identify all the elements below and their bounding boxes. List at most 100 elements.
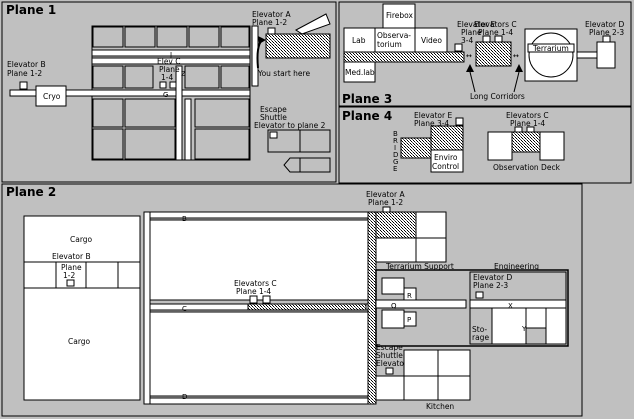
plane-3-corridor-left [343,51,465,63]
elevator-b-plane-1-label: Elevator B [7,60,46,69]
escape-plane-2-marker [385,367,394,375]
elevator-b-plane-2-label: Elevator B [52,252,91,261]
elevator-c-plane-2-marker-a [249,295,258,304]
elevator-c-plane-2-sub: Plane 1-4 [236,287,271,296]
plane-2-title: Plane 2 [6,185,56,199]
start-room [265,33,331,59]
marker-q: Q [391,302,397,310]
escape-plane-2-sub1: Shuttle [376,351,403,360]
corridor-arrow-left-icon: ↔ [466,52,472,60]
elevator-d-plane-2-label: Elevator D [473,273,512,282]
elevator-a-plane-1-label: Elevator A [252,10,291,19]
escape-plane-1-marker [269,131,278,139]
kitchen-label: Kitchen [426,402,454,411]
video-room [414,27,448,53]
elev-c-plane-1-marker-a [159,81,167,89]
plane-1-rooms [91,25,251,161]
obs-deck-left [487,131,513,161]
elevator-e-plane-3-label: Elevator E [457,20,495,29]
video-label: Video [421,36,442,45]
bridge-room [400,137,432,159]
marker-g: G [163,91,168,99]
elevator-d-plane-3-label: Elevator D [585,20,624,29]
engineering-label: Engineering [494,262,539,271]
elev-c-plane-1-label: Elev C [157,57,181,66]
elevator-d-plane-2-sub: Plane 2-3 [473,281,508,290]
storage-label-2: rage [472,333,489,342]
elevator-c-plane-3-hub [475,41,512,67]
marker-z: Z [181,70,186,78]
plane-2-main-shaft [367,211,377,405]
escape-plane-2-label: Escape [376,343,403,352]
elevator-a-plane-1-sub: Plane 1-2 [252,18,287,27]
escape-pod-shape [283,157,331,173]
enviro-label: Enviro [434,153,458,162]
elevator-e-plane-4-label: Elevator E [414,111,452,120]
elevator-e-plane-4-room [430,125,464,151]
terrarium-label: Terrarium [532,44,569,53]
terrarium-support-label: Terrarium Support [385,262,454,271]
svg-text:E: E [393,165,397,173]
svg-text:G: G [393,158,398,166]
cryo-room [35,85,67,107]
elevator-d-plane-3-marker [602,35,611,43]
shuttle-shape [295,13,331,35]
svg-text:R: R [393,137,398,145]
elevator-b-plane-2-marker [66,279,75,287]
corridor-pointer-left-icon [466,64,474,72]
lab-label: Lab [352,36,366,45]
elevator-b-plane-2-sub2: 1-2 [63,271,75,280]
elevator-a-plane-2-sub: Plane 1-2 [368,198,403,207]
escape-plane-1-sub1: Shuttle [260,113,287,122]
elevator-e-plane-4-marker [455,117,464,126]
terrarium-dome [528,32,574,78]
plane-4-panel: Plane 4 Elevator E Plane 3-4 Enviro Cont… [338,106,632,184]
observatorium-label: Observa- [377,31,411,40]
observation-deck-label: Observation Deck [493,163,561,172]
bridge-letters: B R I D G E [393,130,398,173]
marker-x: X [508,302,513,310]
elevator-c-plane-2-label: Elevators C [234,279,277,288]
obs-deck-right [539,131,565,161]
long-corridors-label: Long Corridors [470,92,525,101]
elevator-c-plane-4-label: Elevators C [506,111,549,120]
cargo-lower-label: Cargo [68,337,91,346]
observatorium-room [374,27,416,53]
elevator-a-plane-2-room [375,211,417,239]
plane-1-corridors [9,25,259,161]
escape-plane-2-sub2: Elevator [376,359,408,368]
firebox-room [382,3,416,29]
enviro-control-room [430,149,464,173]
plane-2-panel: Plane 2 Cargo Cargo Elevator B Plane 1-2… [1,183,583,417]
elev-c-plane-1-marker-b [169,81,177,89]
elevator-d-plane-3-sub: Plane 2-3 [589,28,624,37]
svg-text:D: D [393,151,398,159]
plane-1-title: Plane 1 [6,3,56,17]
elevator-e-plane-3-sub2: 3-4 [461,36,473,45]
escape-plane-1-label: Escape [260,105,287,114]
enviro-label-2: Control [432,162,459,171]
plane-1-panel: Plane 1 [1,1,337,183]
elevator-e-plane-4-sub: Plane 3-4 [414,119,449,128]
storage-label: Sto- [472,325,487,334]
elevator-c-plane-3-marker-b [494,35,503,43]
start-label: You start here [257,69,310,78]
plane-3-panel: Plane 3 Firebox Lab Observa- torium Vide… [338,1,632,107]
elevator-b-plane-1-sub: Plane 1-2 [7,69,42,78]
elevator-c-plane-3-label: Elevators C [474,20,517,29]
corridor-arrow-right-icon: ↔ [513,52,519,60]
marker-p: P [407,316,411,324]
marker-d: D [182,393,187,401]
elevator-e-plane-3-marker [454,43,463,52]
elevator-c-plane-4-sub: Plane 1-4 [510,119,545,128]
escape-plane-1-room [267,129,331,153]
plane-3-title: Plane 3 [342,92,392,106]
firebox-label: Firebox [386,11,414,20]
medlab-room [343,61,376,83]
medlab-label: Med.lab [345,68,375,77]
cargo-block [23,215,141,401]
elevator-a-plane-2-label: Elevator A [366,190,405,199]
elevator-c-plane-3-sub: Plane 1-4 [478,28,513,37]
marker-c: C [182,305,187,313]
